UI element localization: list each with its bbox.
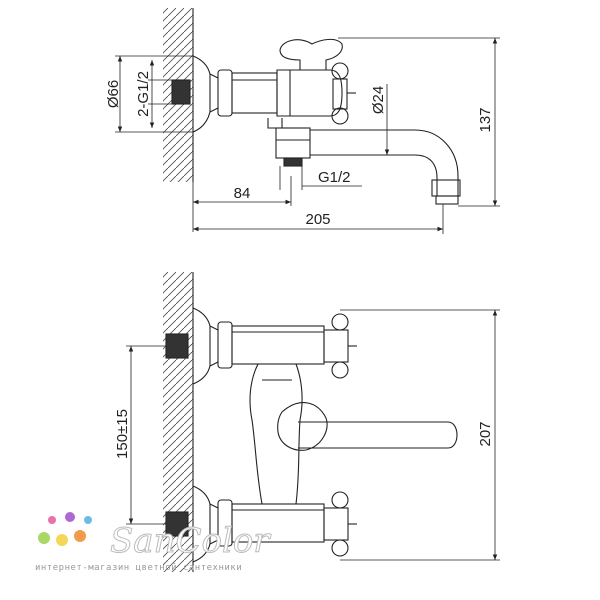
faucet-body-top (276, 69, 343, 117)
faucet-body-front (249, 363, 303, 505)
inlet-pipe-top (171, 79, 191, 105)
dim-84 (192, 176, 292, 232)
label-flange-diameter: Ø66 (105, 80, 122, 108)
label-spout-diameter: Ø24 (370, 86, 387, 114)
spout-front (298, 421, 458, 449)
label-inlet-thread: 2-G1/2 (135, 71, 152, 117)
front-view (126, 272, 500, 572)
watermark-dot (48, 516, 56, 524)
watermark-dot (65, 512, 75, 522)
color-dots-icon (38, 512, 92, 546)
watermark-dot (74, 530, 86, 542)
eccentric-top (231, 72, 278, 114)
watermark-dot (84, 516, 92, 524)
watermark-logo: SanColor интернет-магазин цветной сантех… (35, 512, 272, 573)
label-height: 137 (477, 107, 494, 132)
diverter-top (267, 118, 311, 167)
watermark-tagline: интернет-магазин цветной сантехники (35, 563, 242, 573)
label-inlet-spacing: 150±15 (114, 409, 131, 459)
dim-inlet-spacing (126, 345, 166, 525)
dim-overall-height (340, 309, 500, 561)
dim-height-137 (338, 37, 500, 207)
label-84: 84 (234, 185, 251, 202)
wall-flange-top (192, 55, 211, 133)
watermark-dot (56, 534, 68, 546)
cross-handle-upper (323, 313, 357, 379)
lever-handle-top (279, 38, 343, 71)
watermark-dot (38, 532, 50, 544)
dim-spout-diameter (355, 84, 392, 156)
label-overall-height: 207 (477, 421, 494, 446)
watermark-brand: SanColor (110, 521, 271, 561)
cross-handle-lower (323, 491, 357, 557)
label-diverter-thread: G1/2 (318, 169, 351, 186)
dim-flange (115, 55, 193, 133)
top-view (115, 8, 500, 234)
lever-handle-front (277, 402, 328, 451)
cross-handle-top (331, 62, 356, 125)
label-205: 205 (305, 211, 330, 228)
dim-diverter-thread (279, 166, 362, 190)
inlet-pipe-upper (165, 333, 189, 359)
dim-205 (193, 204, 444, 234)
